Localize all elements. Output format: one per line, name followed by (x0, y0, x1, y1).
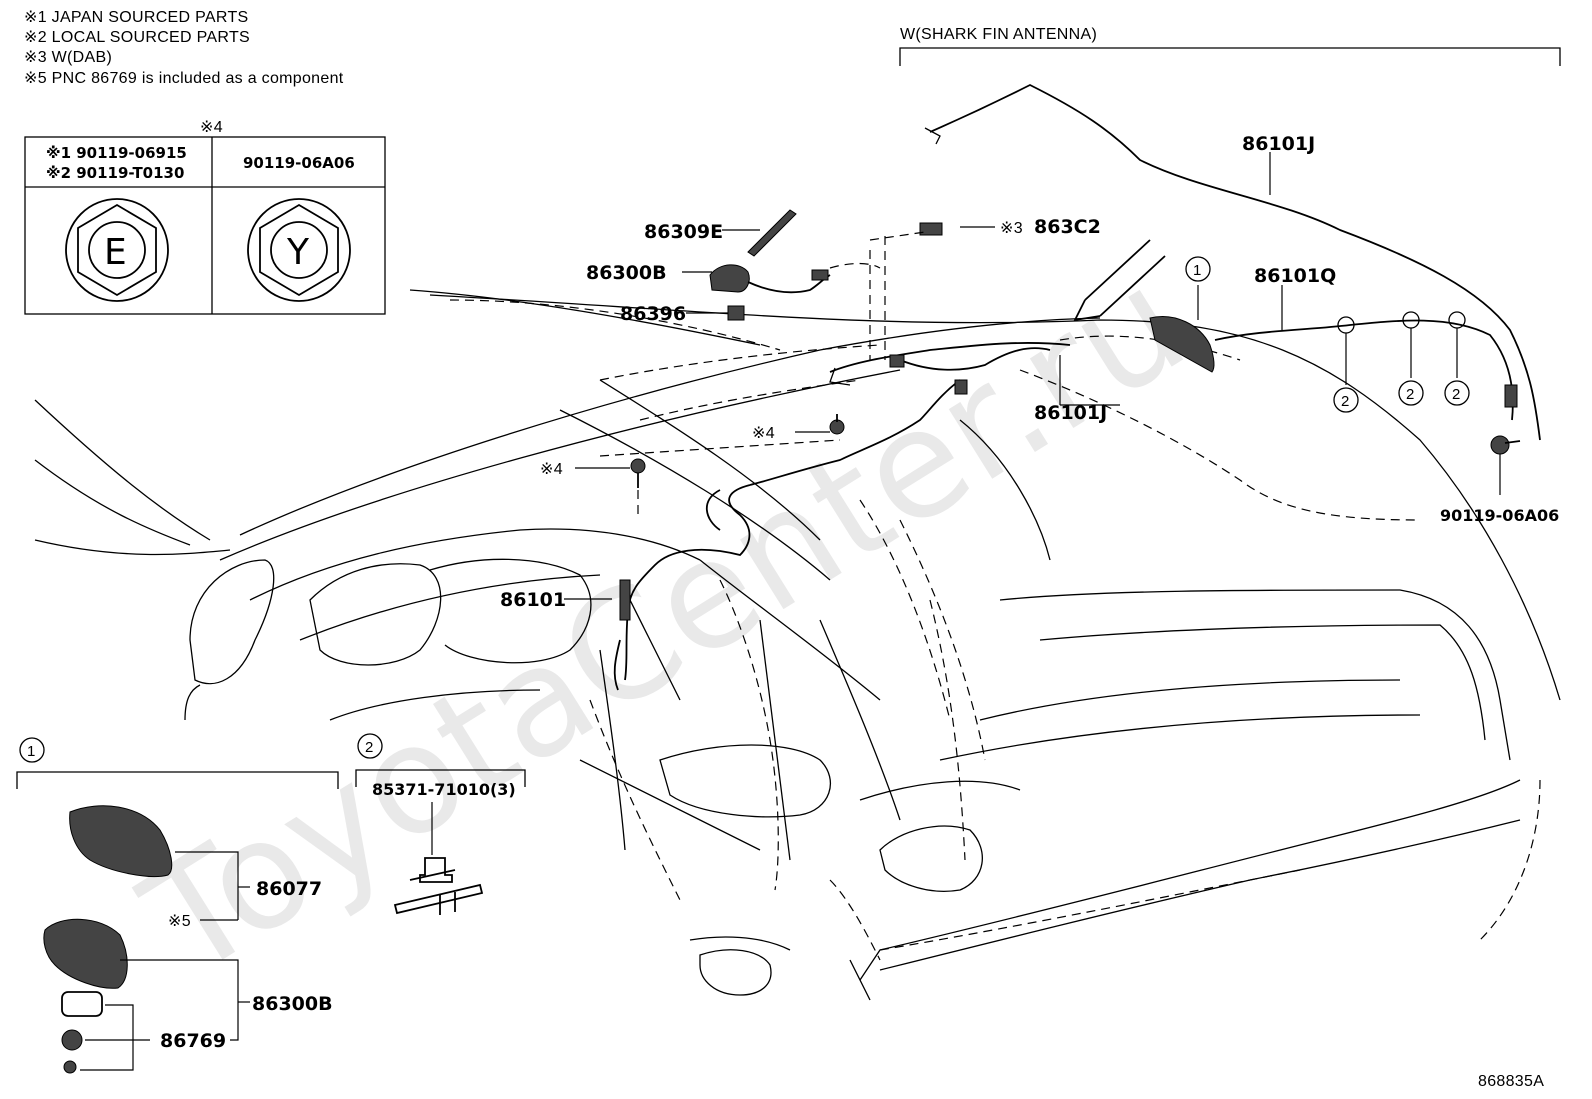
callout-86396: 86396 (620, 303, 686, 325)
screw-icon (630, 458, 646, 488)
detail-1-86300B: 86300B (252, 993, 333, 1015)
svg-text:2: 2 (1341, 393, 1349, 410)
bolt-head-e-icon: E (65, 198, 169, 302)
note-4: ※5 PNC 86769 is included as a component (24, 70, 344, 87)
callout-86101J-mid: 86101J (1034, 402, 1107, 424)
table-col2: 90119-06A06 (243, 154, 355, 172)
antenna-base-detail-icon (43, 918, 128, 989)
callout-mark3: ※3 (1000, 220, 1023, 237)
callout-86300B: 86300B (586, 262, 667, 284)
callouts: 86309E 86300B 86396 ※3 863C2 86101J 8610… (500, 133, 1559, 611)
callout-86101: 86101 (500, 589, 566, 611)
bolt-head-y-icon: Y (247, 198, 351, 302)
callout-mark4-a: ※4 (752, 425, 775, 442)
screw-small-icon (63, 1060, 77, 1074)
svg-text:2: 2 (1452, 386, 1460, 403)
vehicle-body (34, 289, 1561, 1001)
table-marker: ※4 (200, 119, 223, 136)
detail-1: 1 86077 ※5 86300B 86769 (16, 737, 339, 1074)
callout-86101Q: 86101Q (1254, 265, 1336, 287)
callout-90119-06A06: 90119-06A06 (1440, 506, 1559, 525)
bolt-icon (1490, 435, 1521, 455)
callout-86309E: 86309E (644, 221, 723, 243)
antenna-cover-icon (69, 805, 173, 878)
circle-2-b: 2 (1398, 380, 1424, 406)
shark-fin-antenna-icon (1149, 316, 1215, 373)
gasket-icon (61, 991, 103, 1017)
table-col1-line2: ※2 90119-T0130 (46, 164, 184, 182)
antenna-rod-icon (747, 209, 797, 257)
detail-1-86769: 86769 (160, 1030, 226, 1052)
shark-fin-header: W(SHARK FIN ANTENNA) (900, 26, 1097, 43)
svg-text:2: 2 (1406, 386, 1414, 403)
note-2: ※2 LOCAL SOURCED PARTS (24, 29, 250, 46)
circle-2-c: 2 (1444, 380, 1470, 406)
note-3: ※3 W(DAB) (24, 49, 112, 66)
callout-mark4-b: ※4 (540, 461, 563, 478)
callout-863C2: 863C2 (1034, 216, 1101, 238)
detail-1-mark5: ※5 (168, 913, 191, 930)
notes: ※1 JAPAN SOURCED PARTS ※2 LOCAL SOURCED … (24, 9, 344, 87)
detail-2-part-number: 85371-71010(3) (372, 780, 516, 799)
detail-2: 2 85371-71010(3) (355, 733, 526, 915)
circle-1-top: 1 (1185, 256, 1211, 282)
nut-icon (61, 1029, 83, 1051)
leaders (564, 152, 1501, 600)
callout-86101J-top: 86101J (1242, 133, 1315, 155)
direction-arrow-icon (1073, 239, 1166, 322)
shark-fin-group: W(SHARK FIN ANTENNA) (899, 26, 1561, 66)
shark-fin-bracket (899, 47, 1561, 66)
note-1: ※1 JAPAN SOURCED PARTS (24, 9, 249, 26)
antenna-assemblies (599, 83, 1541, 691)
detail-1-circle: 1 (27, 743, 35, 760)
bolt-symbol-e: E (104, 232, 127, 273)
detail-1-86077: 86077 (256, 878, 322, 900)
diagram-code: 868835A (1478, 1073, 1544, 1090)
detail-2-circle: 2 (365, 739, 373, 756)
clamp-icon (393, 857, 484, 915)
clip-icon (727, 305, 745, 321)
bolt-symbol-y: Y (286, 232, 310, 273)
table-col1-line1: ※1 90119-06915 (46, 144, 187, 162)
svg-text:1: 1 (1193, 262, 1201, 279)
screw-icon (829, 414, 845, 435)
fastener-table: ※4 ※1 90119-06915 ※2 90119-T0130 90119-0… (24, 119, 386, 315)
connector-icon (919, 222, 943, 236)
antenna-base-icon (709, 264, 750, 293)
circle-2-a: 2 (1333, 387, 1359, 413)
table-border (24, 136, 386, 315)
